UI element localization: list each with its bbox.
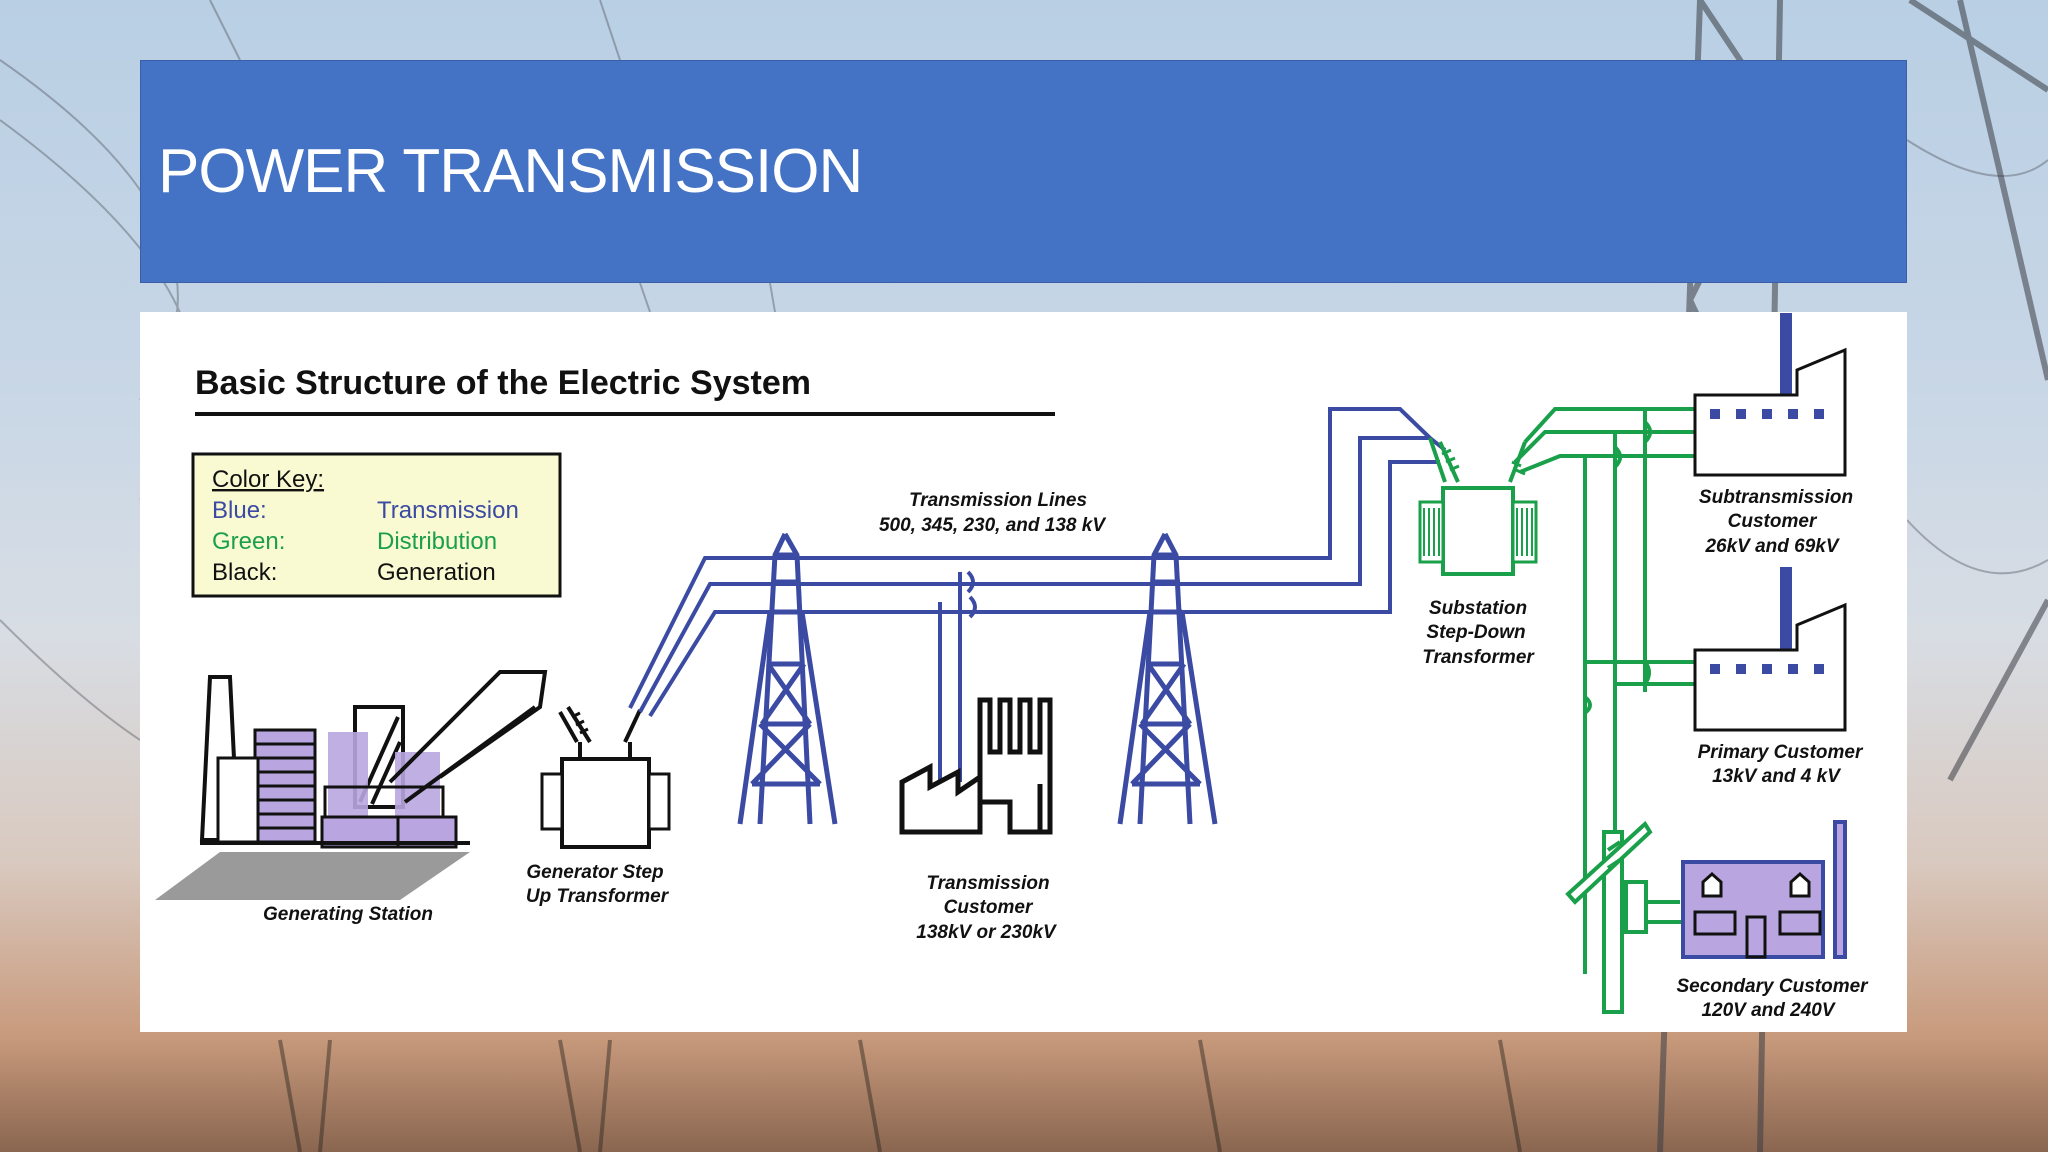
utility-pole-icon bbox=[1565, 820, 1653, 1014]
diagram-heading: Basic Structure of the Electric System bbox=[195, 364, 811, 402]
color-key-title: Color Key: bbox=[212, 466, 324, 493]
key-blue-label: Blue: bbox=[212, 497, 267, 524]
key-black-label: Black: bbox=[212, 559, 277, 586]
label-trans-customer-1: Transmission bbox=[926, 873, 1049, 894]
key-green-label: Green: bbox=[212, 528, 285, 555]
label-trans-customer-3: 138kV or 230kV bbox=[916, 922, 1057, 943]
color-key-box bbox=[191, 452, 562, 598]
key-blue-meaning: Transmission bbox=[377, 497, 519, 524]
key-green-meaning: Distribution bbox=[377, 528, 497, 555]
electric-system-diagram: Basic Structure of the Electric System C… bbox=[155, 313, 1869, 1021]
substation-transformer-icon bbox=[1418, 437, 1538, 576]
label-subtrans-1: Subtransmission bbox=[1699, 487, 1853, 508]
label-secondary-2: 120V and 240V bbox=[1701, 1000, 1835, 1021]
label-gsu-line2: Up Transformer bbox=[526, 886, 670, 907]
label-substation-2: Step-Down bbox=[1426, 622, 1525, 643]
transmission-customer-factory-icon bbox=[899, 697, 1053, 835]
transmission-tower-2-icon bbox=[1117, 532, 1218, 825]
title-banner: POWER TRANSMISSION bbox=[140, 60, 1907, 283]
label-generating-station: Generating Station bbox=[263, 904, 433, 925]
transmission-tower-1-icon bbox=[737, 532, 838, 825]
label-primary-1: Primary Customer bbox=[1698, 742, 1864, 763]
generating-station-icon bbox=[155, 670, 548, 900]
subtransmission-customer-icon bbox=[1693, 313, 1847, 477]
label-secondary-1: Secondary Customer bbox=[1676, 976, 1869, 997]
gsu-transformer-icon bbox=[540, 705, 671, 849]
label-substation-1: Substation bbox=[1429, 598, 1527, 619]
secondary-customer-house-icon bbox=[1681, 820, 1847, 959]
label-gsu-line1: Generator Step bbox=[526, 862, 663, 883]
label-substation-3: Transformer bbox=[1422, 647, 1535, 668]
slide-title: POWER TRANSMISSION bbox=[158, 137, 863, 206]
label-primary-2: 13kV and 4 kV bbox=[1712, 766, 1841, 787]
label-subtrans-3: 26kV and 69kV bbox=[1704, 536, 1839, 557]
primary-customer-icon bbox=[1693, 567, 1847, 732]
label-trans-customer-2: Customer bbox=[944, 897, 1034, 918]
label-subtrans-2: Customer bbox=[1728, 511, 1818, 532]
diagram-panel: Basic Structure of the Electric System C… bbox=[140, 312, 1907, 1032]
label-transmission-lines-2: 500, 345, 230, and 138 kV bbox=[879, 515, 1106, 536]
label-transmission-lines-1: Transmission Lines bbox=[909, 490, 1087, 511]
key-black-meaning: Generation bbox=[377, 559, 496, 586]
color-key: Color Key: Blue: Transmission Green: Dis… bbox=[191, 452, 562, 598]
